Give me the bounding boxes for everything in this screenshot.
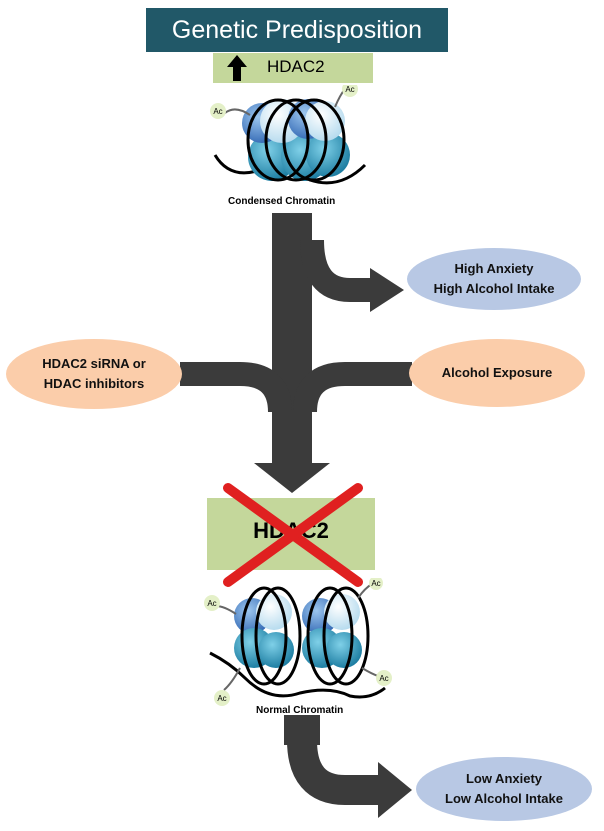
low-alcohol-label: Low Alcohol Intake [445, 791, 563, 806]
svg-text:Ac: Ac [371, 579, 380, 588]
inhibitors-label: HDAC inhibitors [43, 376, 145, 391]
up-arrow-icon [227, 55, 247, 81]
main-arrowhead [254, 463, 330, 493]
high-outcome-ellipse: High Anxiety High Alcohol Intake [407, 248, 581, 310]
alcohol-exposure-ellipse: Alcohol Exposure [409, 339, 585, 407]
high-alcohol-label: High Alcohol Intake [433, 281, 555, 296]
svg-text:Ac: Ac [213, 107, 222, 116]
low-anxiety-label: Low Anxiety [465, 771, 543, 786]
svg-text:Ac: Ac [379, 674, 388, 683]
alcohol-exposure-label: Alcohol Exposure [441, 365, 553, 380]
svg-text:Ac: Ac [217, 694, 226, 703]
low-branch-arrow [287, 739, 382, 805]
condensed-chromatin-icon: Ac Ac [210, 85, 367, 185]
hdac2-top-label: HDAC2 [267, 57, 325, 76]
normal-chromatin-icon: Ac Ac Ac Ac [204, 578, 392, 706]
high-anxiety-label: High Anxiety [454, 261, 534, 276]
sirna-label: HDAC2 siRNA or [42, 356, 146, 371]
condensed-chromatin-caption: Condensed Chromatin [228, 196, 336, 207]
intervention-ellipse: HDAC2 siRNA or HDAC inhibitors [6, 339, 182, 409]
hdac2-upregulated-box: HDAC2 [213, 53, 373, 83]
low-branch-arrowhead [378, 762, 412, 818]
high-branch-arrow [300, 239, 372, 302]
svg-text:Ac: Ac [345, 85, 354, 94]
svg-text:Ac: Ac [207, 599, 216, 608]
low-outcome-ellipse: Low Anxiety Low Alcohol Intake [416, 757, 592, 821]
exposure-inflow-arrow [293, 362, 412, 413]
high-branch-arrowhead [370, 268, 404, 312]
banner-title: Genetic Predisposition [171, 15, 423, 44]
red-x-icon [223, 483, 363, 587]
intervention-inflow-arrow [180, 362, 292, 413]
genetic-predisposition-banner: Genetic Predisposition [146, 8, 448, 52]
normal-chromatin-caption: Normal Chromatin [256, 705, 344, 716]
